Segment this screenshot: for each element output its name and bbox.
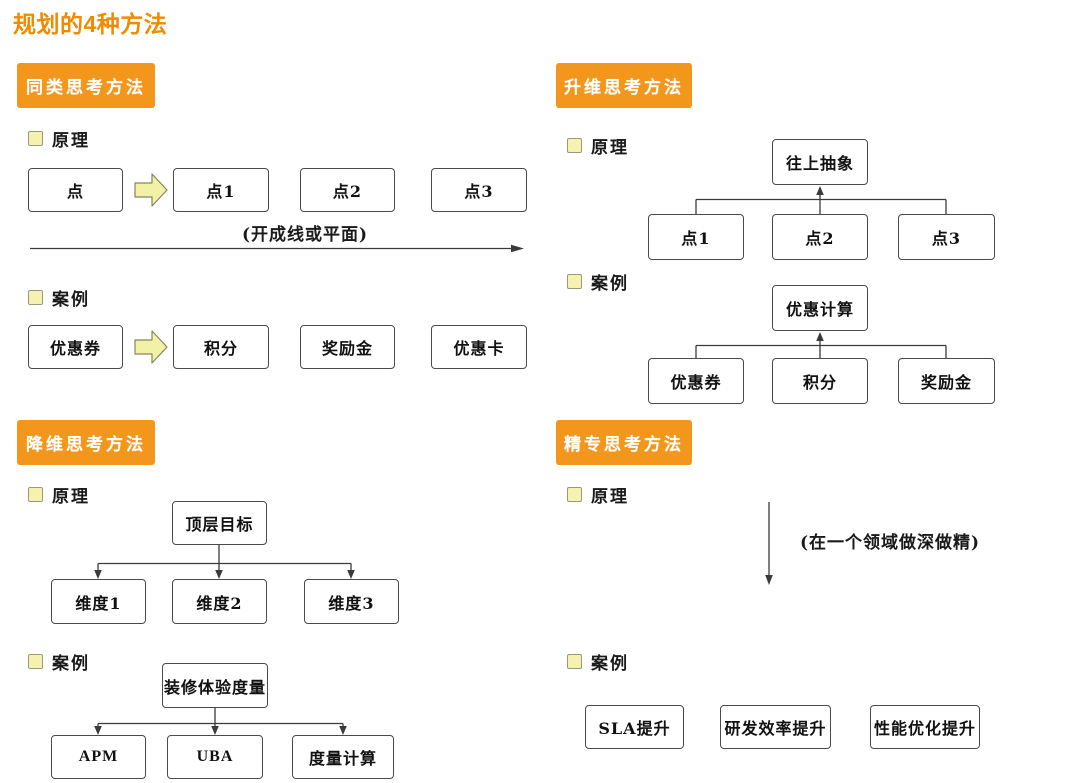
q4-principle-label: 原理 (567, 482, 629, 507)
q4-case-label: 案例 (567, 649, 629, 674)
q1-case-box-card: 优惠卡 (431, 325, 527, 369)
principle-label-text: 原理 (591, 138, 629, 158)
q3-case-root-box: 装修体验度量 (162, 663, 268, 708)
legend-square-icon (567, 654, 582, 669)
q3-case-label: 案例 (28, 649, 90, 674)
q4-case-box-sla: SLA提升 (585, 705, 684, 749)
q1-expansion-arrow (30, 244, 524, 253)
case-label-text: 案例 (591, 274, 629, 294)
q3-principle-child-dim1: 维度1 (51, 579, 146, 624)
q2-principle-child-dot3: 点3 (898, 214, 995, 260)
q3-principle-child-dim3: 维度3 (304, 579, 399, 624)
q2-case-child-bonus: 奖励金 (898, 358, 995, 404)
case-label-text: 案例 (591, 654, 629, 674)
q1-principle-box-dot1: 点1 (173, 168, 269, 212)
legend-square-icon (28, 654, 43, 669)
legend-square-icon (28, 487, 43, 502)
q4-deepen-arrow (765, 502, 773, 585)
legend-square-icon (567, 138, 582, 153)
q3-principle-root-box: 顶层目标 (172, 501, 267, 545)
q2-principle-root-box: 往上抽象 (772, 139, 868, 185)
principle-label-text: 原理 (52, 131, 90, 151)
q4-header-badge: 精专思考方法 (556, 420, 692, 465)
q1-case-box-coupon: 优惠券 (28, 325, 123, 369)
q3-principle-label: 原理 (28, 482, 90, 507)
q4-deepen-caption: (在一个领域做深做精) (800, 533, 981, 553)
case-label-text: 案例 (52, 290, 90, 310)
q1-principle-box-dot: 点 (28, 168, 123, 212)
q2-principle-label: 原理 (567, 133, 629, 158)
q3-case-connector (94, 708, 347, 735)
q4-case-box-rd-efficiency: 研发效率提升 (720, 705, 831, 749)
q2-principle-connector (695, 186, 947, 214)
q2-case-child-coupon: 优惠券 (648, 358, 744, 404)
q2-principle-child-dot1: 点1 (648, 214, 744, 260)
q2-case-child-points: 积分 (772, 358, 868, 404)
q2-case-connector (695, 332, 947, 358)
q1-case-block-arrow-icon (134, 330, 168, 364)
legend-square-icon (28, 290, 43, 305)
q1-principle-label: 原理 (28, 126, 90, 151)
q3-header-badge: 降维思考方法 (17, 420, 155, 465)
q1-principle-box-dot3: 点3 (431, 168, 527, 212)
legend-square-icon (567, 487, 582, 502)
q2-header-badge: 升维思考方法 (556, 63, 692, 108)
q1-case-box-bonus: 奖励金 (300, 325, 395, 369)
q3-case-child-uba: UBA (167, 735, 263, 779)
q1-principle-box-dot2: 点2 (300, 168, 395, 212)
principle-label-text: 原理 (591, 487, 629, 507)
q1-case-box-points: 积分 (173, 325, 269, 369)
case-label-text: 案例 (52, 654, 90, 674)
q2-case-label: 案例 (567, 269, 629, 294)
q1-expansion-caption: (开成线或平面) (241, 225, 369, 245)
q1-header-badge: 同类思考方法 (17, 63, 155, 108)
q3-principle-connector (94, 545, 355, 579)
q3-principle-child-dim2: 维度2 (172, 579, 267, 624)
legend-square-icon (28, 131, 43, 146)
q3-case-child-metric-calc: 度量计算 (292, 735, 394, 779)
q2-principle-child-dot2: 点2 (772, 214, 868, 260)
legend-square-icon (567, 274, 582, 289)
q2-case-root-box: 优惠计算 (772, 285, 868, 331)
q3-case-child-apm: APM (51, 735, 146, 779)
principle-label-text: 原理 (52, 487, 90, 507)
q1-case-label: 案例 (28, 285, 90, 310)
q4-case-box-perf-optimization: 性能优化提升 (870, 705, 980, 749)
q1-principle-block-arrow-icon (134, 173, 168, 207)
page-title: 规划的4种方法 (13, 11, 168, 37)
